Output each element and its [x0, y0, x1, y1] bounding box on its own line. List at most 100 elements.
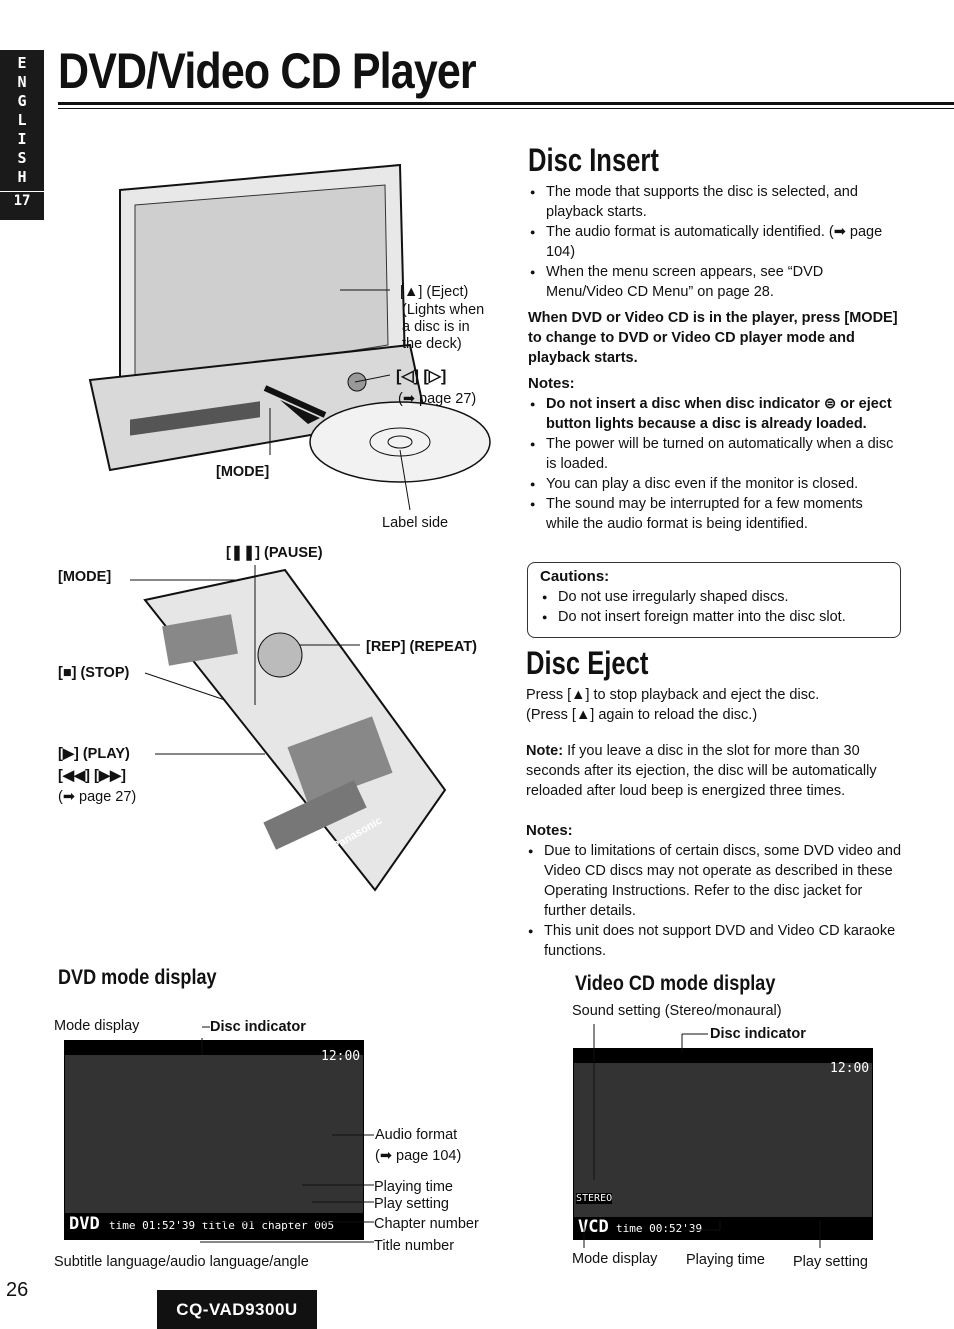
vcd-screen-stereo: STEREO: [576, 1193, 613, 1204]
disc-eject-notes: Due to limitations of certain discs, som…: [526, 841, 904, 961]
disc-insert-body: The mode that supports the disc is selec…: [528, 182, 898, 534]
list-item: Do not insert foreign matter into the di…: [540, 607, 888, 627]
eject-label: [▲] (Eject): [400, 284, 469, 300]
disc-eject-line-2: (Press [▲] again to reload the disc.): [526, 707, 758, 723]
disc-eject-heading: Disc Eject: [526, 645, 649, 681]
tab-letter: E: [17, 54, 27, 72]
chapter-number-label: Chapter number: [374, 1216, 479, 1232]
model-badge: CQ-VAD9300U: [157, 1290, 317, 1329]
list-item: The sound may be interrupted for a few m…: [528, 494, 898, 534]
dvd-leaders: [200, 1026, 374, 1243]
vcd-display-heading-wrap: Video CD mode display: [575, 972, 808, 996]
label-side-leader: [399, 449, 411, 511]
vcd-screen-statusbar: [574, 1217, 872, 1239]
dvd-screen-clock: 12:00: [321, 1049, 361, 1064]
tab-letter: S: [17, 149, 27, 167]
list-item: You can play a disc even if the monitor …: [528, 474, 898, 494]
title-number-label: Title number: [374, 1238, 455, 1254]
subtitle-label: Subtitle language/audio language/angle: [54, 1254, 309, 1270]
disc-eject-notes-label: Notes:: [526, 822, 573, 839]
vcd-mode-display-label: Mode display: [572, 1251, 658, 1267]
page-title: DVD/Video CD Player: [58, 43, 477, 99]
dvd-screen-topbar: [65, 1041, 363, 1055]
eject-sub-1: (Lights when: [402, 302, 485, 318]
tab-letter: L: [17, 111, 27, 129]
dvd-playing-time-label: Playing time: [374, 1179, 453, 1195]
audio-format-label: Audio format: [375, 1127, 458, 1143]
eject-sub-3: the deck): [402, 336, 462, 352]
vcd-disc-indicator-label: Disc indicator: [710, 1026, 806, 1042]
vcd-screen-status: time 00:52'39: [616, 1222, 703, 1235]
skip-leader: [354, 374, 391, 383]
pause-label: [❚❚] (PAUSE): [226, 545, 323, 561]
skip-ref: (➡ page 27): [398, 391, 477, 407]
stop-label: [■] (STOP): [58, 665, 130, 681]
dvd-display-heading: DVD mode display: [58, 966, 217, 989]
list-item: This unit does not support DVD and Video…: [526, 921, 904, 961]
tab-letter: H: [17, 168, 27, 186]
tab-letter: I: [17, 130, 27, 148]
dvd-display-heading-wrap: DVD mode display: [58, 966, 242, 990]
disc-insert-instruction: When DVD or Video CD is in the player, p…: [528, 310, 898, 366]
list-item: Do not use irregularly shaped discs.: [540, 587, 888, 607]
list-item: When the menu screen appears, see “DVD M…: [528, 262, 898, 302]
disc-eject-body: Press [▲] to stop playback and eject the…: [526, 685, 904, 961]
vcd-screen-topbar: [574, 1049, 872, 1063]
vcd-screen: 12:00 STEREO VCD time 00:52'39: [573, 1048, 873, 1240]
remote-body: [143, 568, 447, 892]
remote-illustration: Panasonic: [130, 565, 447, 892]
stop-leader: [144, 672, 226, 701]
list-item: Do not insert a disc when disc indicator…: [528, 394, 898, 434]
list-item: The power will be turned on automaticall…: [528, 434, 898, 474]
skip-label: [◁] [▷]: [396, 368, 447, 385]
tab-page-number: 17: [0, 191, 44, 211]
vcd-display-heading: Video CD mode display: [575, 972, 776, 995]
title-rule-thin: [58, 108, 954, 109]
vcd-play-setting-label: Play setting: [793, 1254, 868, 1270]
play-label: [▶] (PLAY): [58, 746, 130, 762]
dvd-screen: 12:00 DVD time 01:52'39 title 01 chapter…: [64, 1040, 364, 1240]
repeat-label: [REP] (REPEAT): [366, 639, 477, 655]
tab-letter: N: [17, 73, 27, 91]
language-tab: E N G L I S H 17: [0, 50, 44, 220]
head-unit-illustration: [88, 163, 491, 511]
remote-mode-label: [MODE]: [58, 569, 112, 585]
disc-eject-note-label: Note:: [526, 743, 564, 759]
dvd-mode-display-label: Mode display: [54, 1018, 140, 1034]
list-item: Due to limitations of certain discs, som…: [526, 841, 904, 921]
vcd-screen-mode: VCD: [578, 1217, 609, 1237]
vcd-screen-clock: 12:00: [830, 1061, 870, 1076]
dvd-play-setting-label: Play setting: [374, 1196, 449, 1212]
disc-insert-heading-wrap: Disc Insert: [528, 142, 692, 179]
vcd-leaders: [583, 1024, 821, 1248]
cautions-box: Cautions: Do not use irregularly shaped …: [527, 562, 901, 638]
tab-letter: G: [17, 92, 27, 110]
disc-insert-notes: Do not insert a disc when disc indicator…: [528, 394, 898, 534]
cautions-list: Do not use irregularly shaped discs. Do …: [540, 587, 888, 627]
audio-format-ref: (➡ page 104): [375, 1148, 462, 1164]
disc-drawing: [309, 401, 491, 483]
label-side-label: Label side: [382, 515, 449, 531]
head-unit-drawing: [88, 163, 427, 472]
cautions-label: Cautions:: [540, 568, 610, 585]
dvd-screen-mode: DVD: [69, 1214, 100, 1234]
disc-eject-note: Note: If you leave a disc in the slot fo…: [526, 741, 904, 801]
vcd-playing-time-label: Playing time: [686, 1252, 765, 1268]
page-number: 26: [6, 1279, 29, 1301]
disc-insert-notes-label: Notes:: [528, 375, 575, 392]
prev-next-label: [◀◀] [▶▶]: [58, 768, 126, 784]
dvd-disc-indicator-label: Disc indicator: [210, 1019, 306, 1035]
disc-eject-line-1: Press [▲] to stop playback and eject the…: [526, 687, 820, 703]
title-rule: [58, 102, 954, 105]
unit-mode-label: [MODE]: [216, 464, 270, 480]
dvd-screen-statusbar: [65, 1213, 363, 1239]
list-item: The mode that supports the disc is selec…: [528, 182, 898, 222]
list-item: The audio format is automatically identi…: [528, 222, 898, 262]
disc-eject-heading-wrap: Disc Eject: [526, 645, 679, 682]
disc-eject-note-text: If you leave a disc in the slot for more…: [526, 743, 877, 799]
sound-setting-label: Sound setting (Stereo/monaural): [572, 1003, 782, 1019]
disc-insert-bullets: The mode that supports the disc is selec…: [528, 182, 898, 302]
remote-ref: (➡ page 27): [58, 789, 137, 805]
disc-insert-heading: Disc Insert: [528, 142, 659, 178]
eject-sub-2: a disc is in: [402, 319, 470, 335]
